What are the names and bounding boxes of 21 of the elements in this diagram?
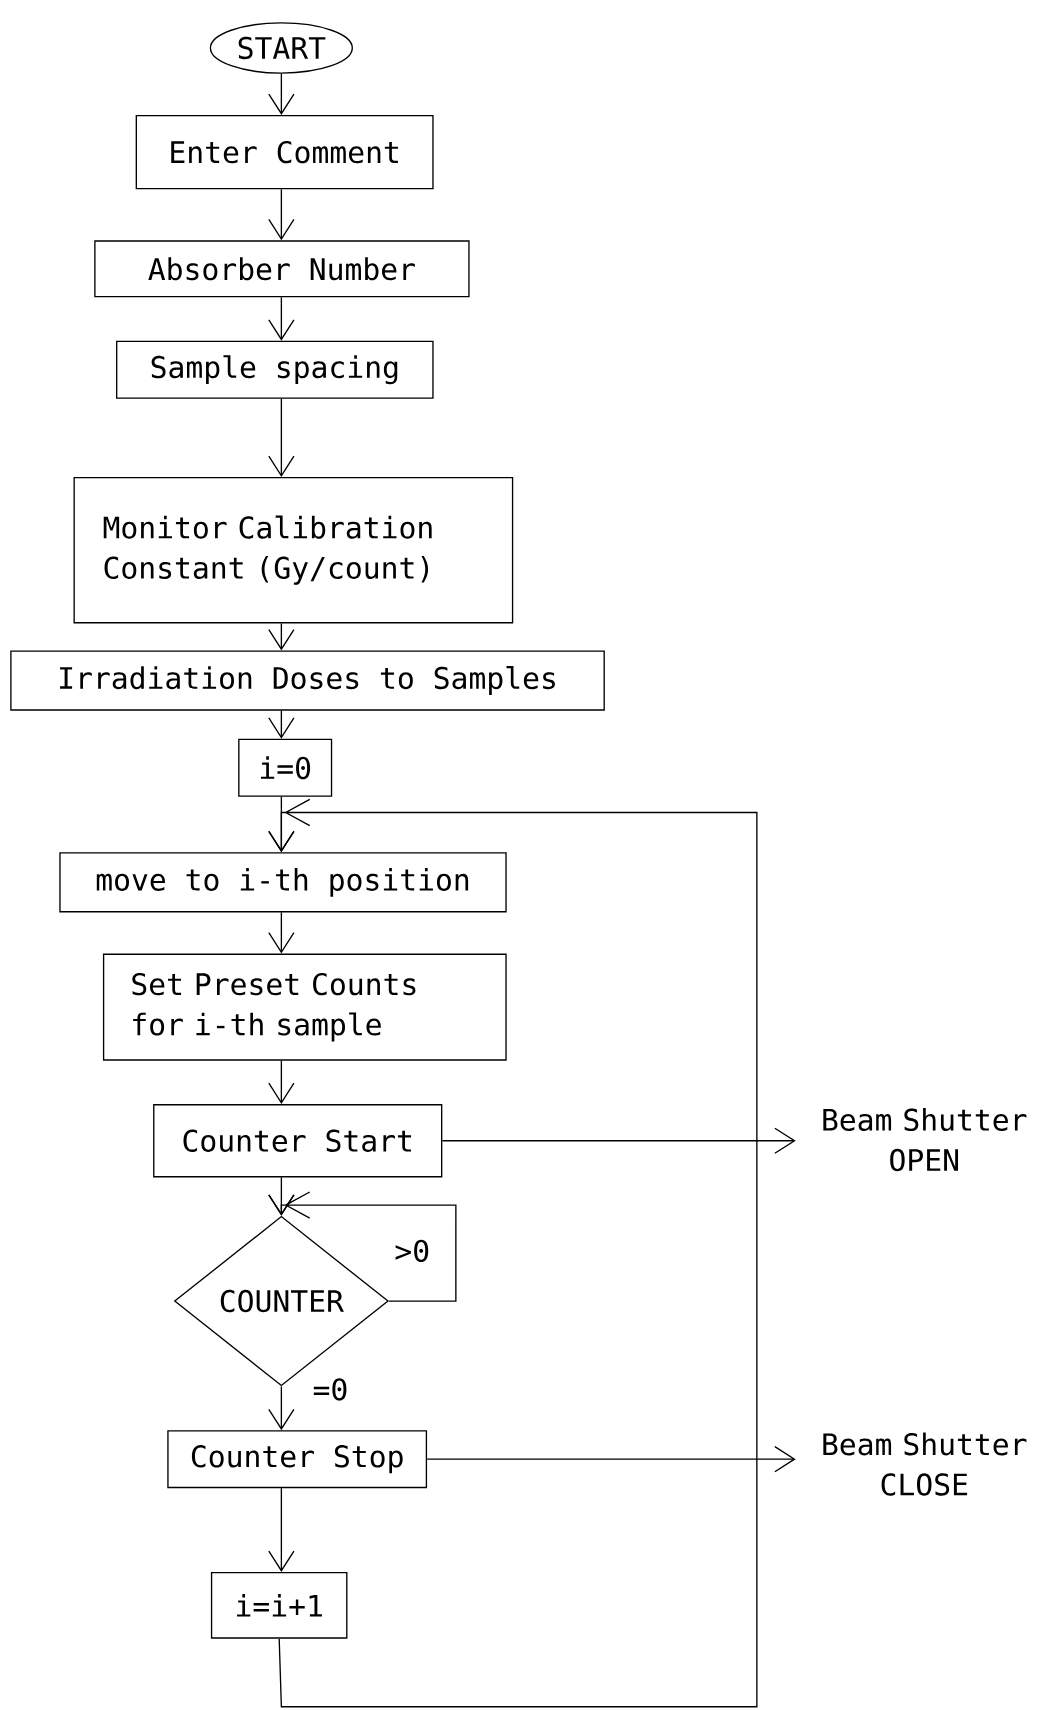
arrow	[426, 1445, 796, 1473]
arrow	[268, 798, 758, 1708]
process-box: Sample spacing	[116, 340, 434, 399]
process-box: Monitor Calibration Constant (Gy/count)	[73, 477, 514, 624]
arrow	[268, 1191, 457, 1302]
process-box: Counter Stop	[167, 1430, 428, 1489]
arrow	[268, 1487, 295, 1572]
arrow	[441, 1127, 796, 1154]
process-box: Irradiation Doses to Samples	[10, 650, 605, 711]
process-box: Set Preset Counts for i-th sample	[102, 953, 507, 1061]
process-box: Counter Start	[153, 1104, 443, 1178]
process-box: move to i-th position	[59, 852, 507, 913]
start-oval: START	[209, 22, 353, 74]
process-box: Enter Comment	[135, 114, 434, 190]
arrow	[268, 398, 295, 477]
process-box: i=0	[238, 738, 333, 797]
edge-label: >0	[392, 1237, 433, 1265]
process-box: Absorber Number	[94, 240, 470, 298]
shutter-label: Beam Shutter CLOSE	[823, 1432, 1027, 1496]
shutter-label: Beam Shutter OPEN	[823, 1108, 1027, 1172]
process-box: i=i+1	[210, 1571, 348, 1639]
